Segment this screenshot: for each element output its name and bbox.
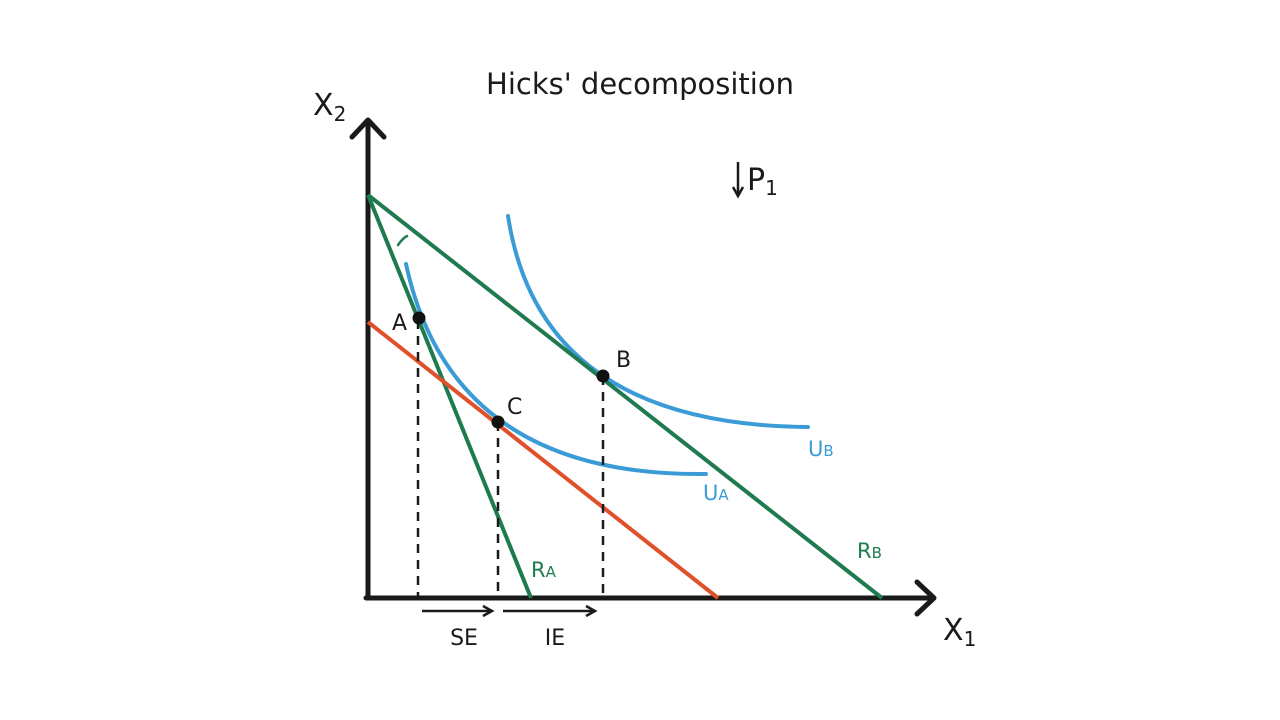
substitution-effect-label: SE bbox=[450, 626, 478, 651]
pivot-angle-mark bbox=[396, 234, 409, 247]
point-b bbox=[596, 369, 610, 383]
point-a bbox=[412, 311, 426, 325]
point-c-label: C bbox=[507, 395, 522, 420]
y-axis-arrowhead bbox=[349, 117, 387, 140]
point-b-label: B bbox=[616, 348, 631, 373]
income-effect-label: IE bbox=[545, 626, 565, 651]
compensated-budget-line bbox=[366, 320, 720, 600]
substitution-effect-arrow bbox=[422, 604, 495, 618]
ua-label: UA bbox=[703, 481, 729, 505]
down-arrow-head bbox=[731, 186, 745, 199]
x-axis-label: X1 bbox=[943, 613, 976, 651]
ub-label: UB bbox=[808, 437, 834, 461]
budget-line-ra bbox=[366, 194, 533, 599]
drop-lines bbox=[416, 320, 605, 598]
point-a-label: A bbox=[392, 311, 407, 336]
income-effect-arrow bbox=[503, 604, 598, 618]
y-axis-label: X2 bbox=[313, 88, 346, 126]
diagram-title: Hicks' decomposition bbox=[486, 67, 794, 101]
indifference-curve-ub bbox=[506, 214, 810, 429]
price-label: P1 bbox=[747, 163, 778, 200]
price-change-annotation: P1 bbox=[731, 162, 778, 200]
point-c bbox=[491, 415, 505, 429]
rb-label: RB bbox=[857, 539, 882, 563]
ra-label: RA bbox=[531, 558, 557, 582]
budget-line-rb bbox=[366, 193, 884, 600]
indifference-curve-ua bbox=[404, 262, 708, 477]
axes bbox=[349, 117, 937, 617]
x-axis-arrowhead bbox=[914, 579, 937, 617]
